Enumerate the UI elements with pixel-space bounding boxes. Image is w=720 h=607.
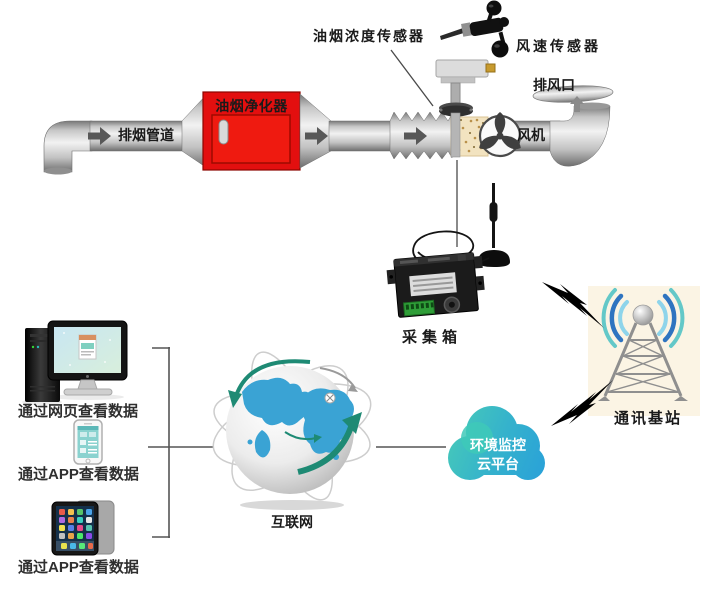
outlet-opening bbox=[574, 102, 610, 110]
lightning-bolt-icon bbox=[542, 282, 613, 426]
monitor-base bbox=[63, 388, 113, 396]
purifier-handle bbox=[218, 119, 229, 145]
fume-sensor-icon bbox=[435, 59, 496, 158]
wind-sensor-label: 风速传感器 bbox=[516, 40, 601, 55]
collector-label: 采集箱 bbox=[402, 330, 463, 346]
collector-box-icon bbox=[386, 183, 510, 318]
cloud-platform-label-line1: 环境监控 bbox=[470, 437, 526, 453]
smartphone-icon bbox=[73, 419, 103, 465]
cloud-platform-label-line2: 云平台 bbox=[477, 456, 519, 472]
monitor-stand bbox=[77, 379, 98, 390]
duct-reducer-cone bbox=[299, 93, 332, 169]
fan-label: 风机 bbox=[517, 127, 545, 143]
purifier-box bbox=[202, 91, 301, 171]
internet-label: 互联网 bbox=[271, 514, 313, 530]
lightning-bolt-station-cloud bbox=[551, 380, 613, 426]
globe-internet-icon bbox=[212, 351, 372, 510]
duct-left-opening bbox=[44, 167, 72, 175]
cloud-platform-label: 环境监控 云平台 bbox=[448, 436, 548, 474]
duct-left-elbow bbox=[43, 120, 93, 173]
fume-sensor-label: 油烟浓度传感器 bbox=[313, 30, 425, 45]
duct-right-elbow bbox=[549, 105, 611, 167]
exhaust-duct bbox=[43, 85, 614, 175]
duct-segment bbox=[328, 120, 392, 152]
radio-tower-icon bbox=[588, 286, 700, 416]
flow-arrow-icon bbox=[88, 127, 427, 145]
duct-label: 排烟管道 bbox=[118, 127, 174, 143]
desktop-computer-icon bbox=[22, 320, 128, 405]
cloud-icon bbox=[448, 406, 545, 480]
up-arrow-icon bbox=[570, 96, 584, 112]
view-by-app-tablet-label: 通过APP查看数据 bbox=[18, 559, 139, 576]
outlet-label: 排风口 bbox=[533, 77, 575, 93]
tablet-icon bbox=[51, 500, 115, 556]
purifier-label: 油烟净化器 bbox=[215, 98, 288, 114]
sensor-leader-line bbox=[390, 49, 434, 107]
lightning-bolt-collector-station bbox=[542, 282, 604, 328]
view-by-web-label: 通过网页查看数据 bbox=[18, 403, 139, 420]
fan-icon bbox=[478, 112, 522, 158]
base-station-label: 通讯基站 bbox=[614, 410, 683, 427]
anemometer-icon bbox=[440, 0, 509, 58]
view-by-app-phone-label: 通过APP查看数据 bbox=[18, 466, 139, 483]
